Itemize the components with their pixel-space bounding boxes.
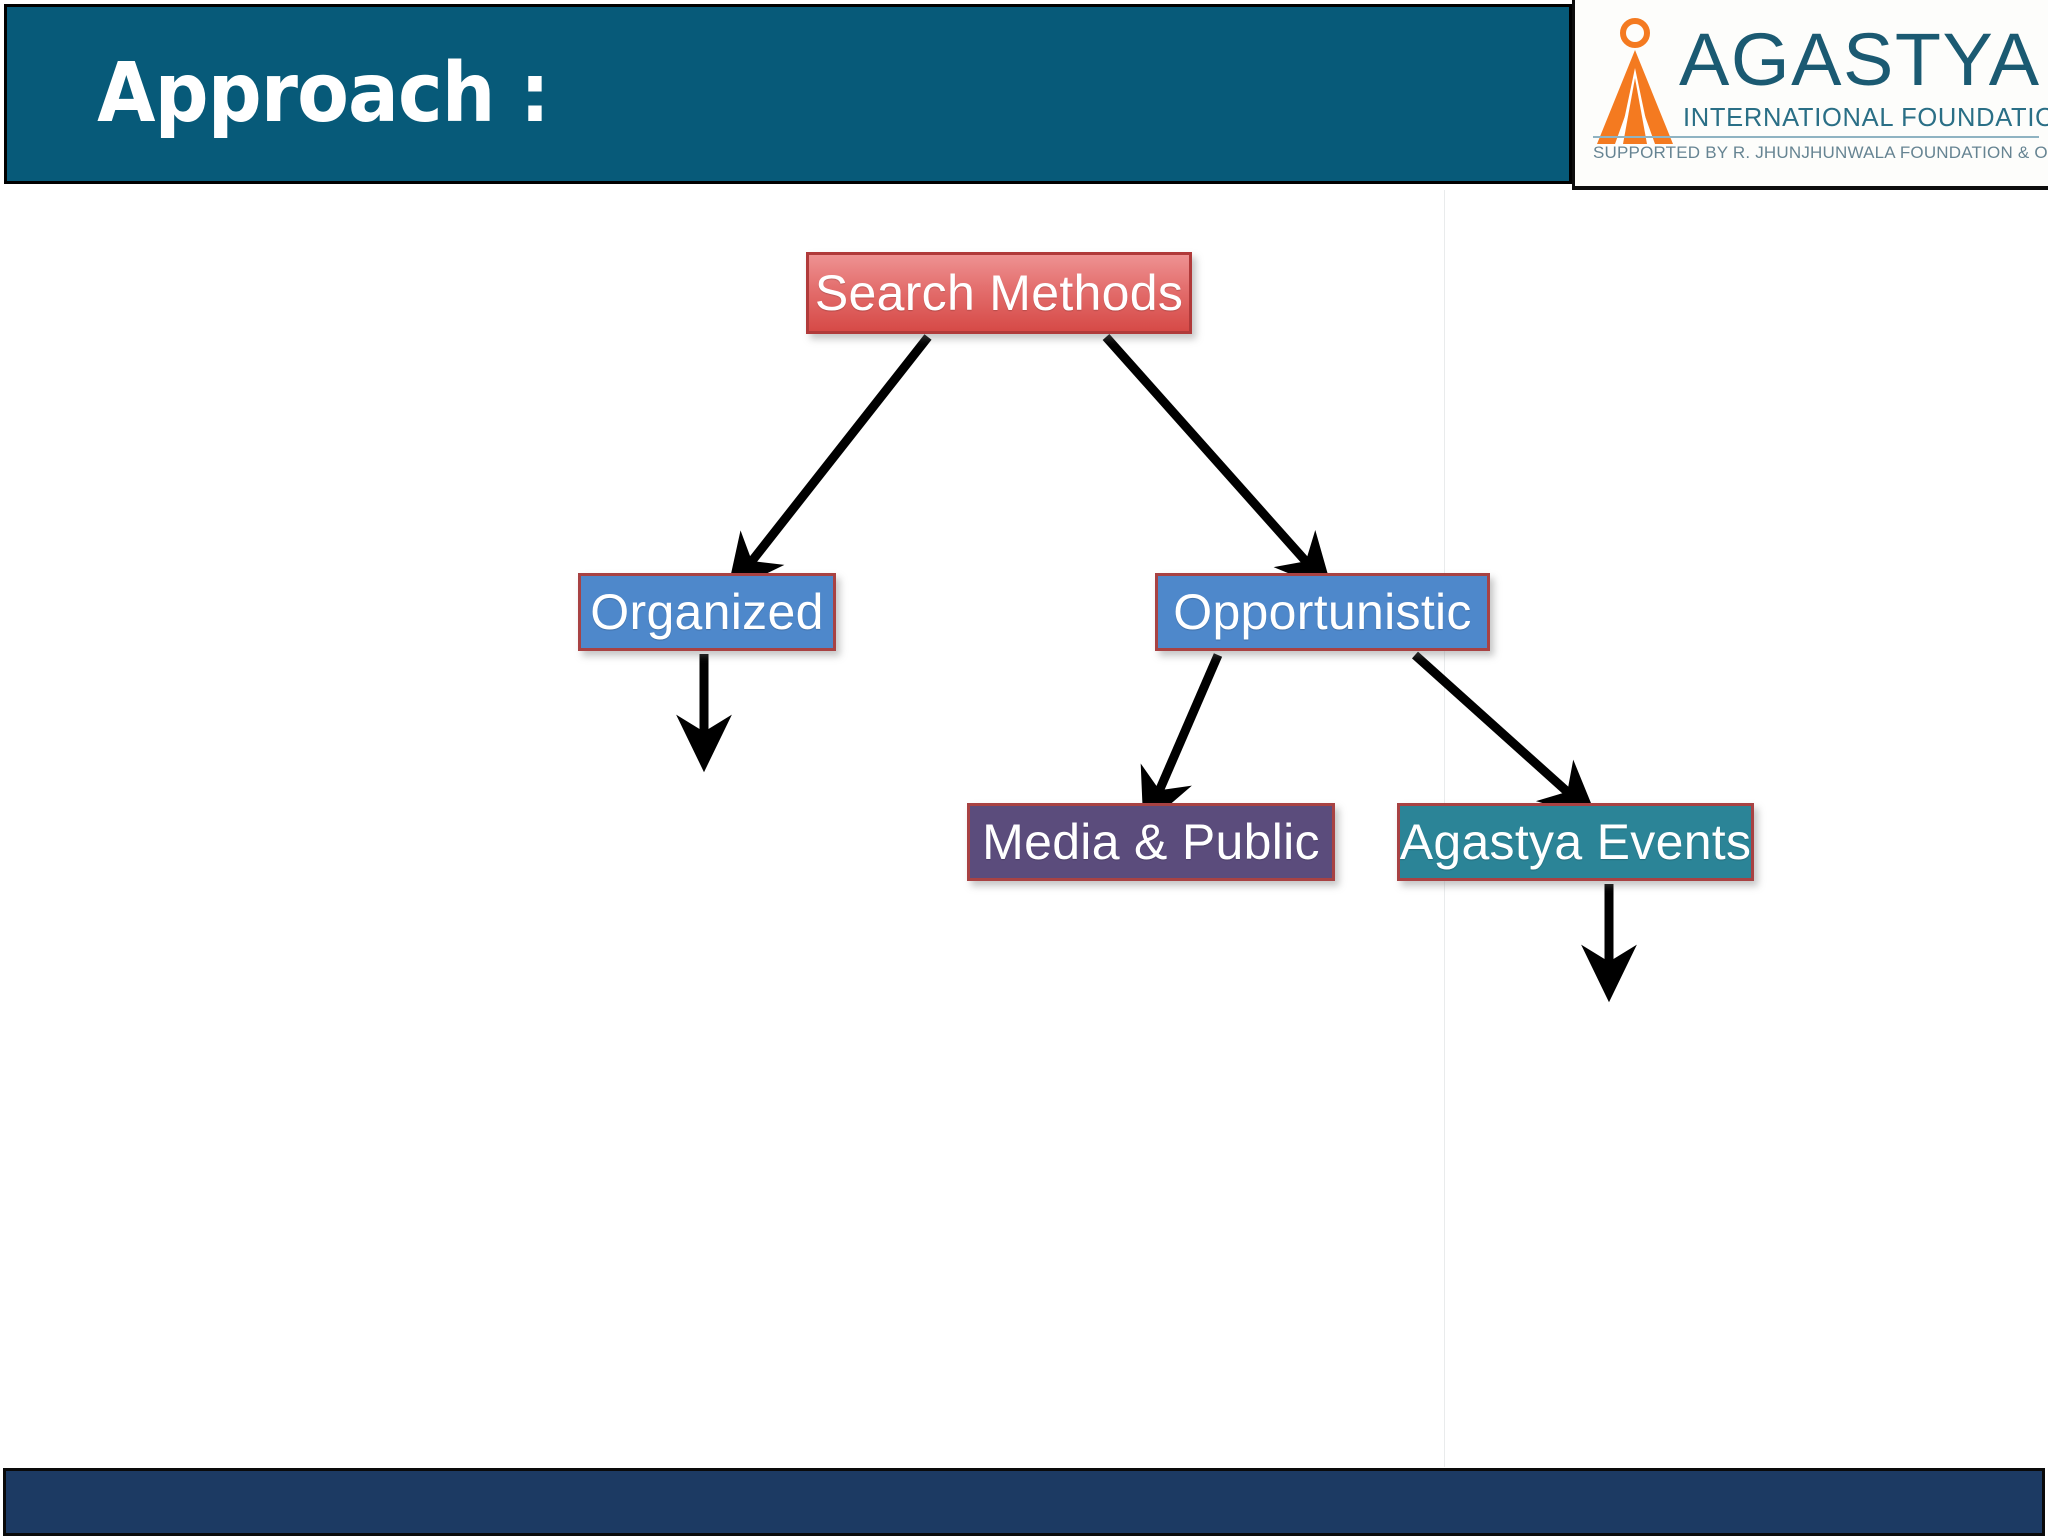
page-title: Approach : bbox=[97, 46, 550, 141]
logo-subline: INTERNATIONAL FOUNDATION bbox=[1683, 104, 2048, 132]
agastya-flame-mark-icon bbox=[1593, 16, 1677, 146]
logo-panel: AGASTYA INTERNATIONAL FOUNDATION SUPPORT… bbox=[1572, 0, 2048, 190]
title-banner: Approach : bbox=[4, 4, 1572, 184]
footer-bar bbox=[3, 1468, 2045, 1536]
flow-node-opportunistic[interactable]: Opportunistic bbox=[1155, 573, 1490, 651]
flow-node-search-methods[interactable]: Search Methods bbox=[806, 252, 1192, 334]
flow-node-media-and-public[interactable]: Media & Public bbox=[967, 803, 1335, 881]
logo-wordmark: AGASTYA bbox=[1679, 18, 2041, 101]
logo-support-line: SUPPORTED BY R. JHUNJHUNWALA FOUNDATION … bbox=[1593, 143, 2048, 162]
logo-inner: AGASTYA INTERNATIONAL FOUNDATION SUPPORT… bbox=[1583, 8, 2048, 178]
flow-node-agastya-events[interactable]: Agastya Events bbox=[1397, 803, 1754, 881]
logo-divider bbox=[1593, 136, 2039, 138]
flow-node-organized[interactable]: Organized bbox=[578, 573, 836, 651]
